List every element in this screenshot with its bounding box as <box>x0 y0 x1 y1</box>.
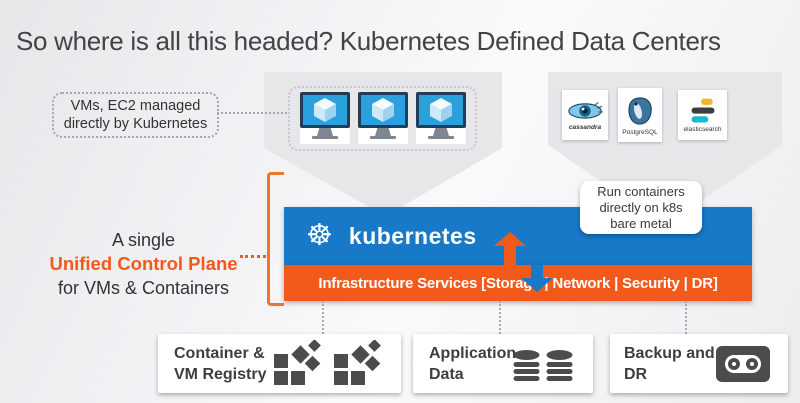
elasticsearch-label: elasticsearch <box>683 125 722 133</box>
application-data-card: Application Data <box>413 334 593 393</box>
appdata-label-line1: Application <box>429 344 517 362</box>
connector-backup <box>685 301 687 334</box>
kubernetes-helm-icon: ☸ <box>306 219 333 252</box>
cassandra-eye-icon <box>568 101 604 119</box>
bare-metal-line3: bare metal <box>610 215 672 231</box>
cassandra-logo-card: cassandra <box>562 90 608 140</box>
vms-callout: VMs, EC2 managed directly by Kubernetes <box>52 92 219 138</box>
slide-title: So where is all this headed? Kubernetes … <box>16 26 721 56</box>
elasticsearch-logo-card: elasticsearch <box>678 90 727 140</box>
appdata-label-line2: Data <box>429 365 464 383</box>
bare-metal-line1: Run containers <box>597 183 685 199</box>
elasticsearch-icon <box>691 98 714 122</box>
down-arrow-icon <box>521 265 553 292</box>
vms-callout-line2: directly by Kubernetes <box>63 116 208 132</box>
tape-cassette-icon <box>716 346 770 382</box>
registry-label-line1: Container & <box>174 344 265 362</box>
database-cylinders-icon <box>513 350 573 382</box>
vm-monitor-cube-icon <box>358 92 408 148</box>
backup-label-line1: Backup and <box>624 344 715 362</box>
control-plane-connector <box>240 255 266 258</box>
infrastructure-services-bar: Infrastructure Services [Storage | Netwo… <box>284 265 752 301</box>
backup-dr-card: Backup and DR <box>610 334 788 393</box>
vms-callout-connector <box>217 112 287 114</box>
kubernetes-label: kubernetes <box>348 222 477 249</box>
postgresql-logo-card: PostgreSQL <box>618 88 662 142</box>
backup-label-line2: DR <box>624 365 648 383</box>
connector-appdata <box>499 301 501 334</box>
postgresql-label: PostgreSQL <box>622 128 658 136</box>
control-plane-line2: Unified Control Plane <box>49 253 238 274</box>
vms-callout-line1: VMs, EC2 managed <box>70 98 201 114</box>
control-plane-bracket <box>267 172 284 306</box>
bare-metal-callout: Run containers directly on k8s bare meta… <box>580 181 702 234</box>
connector-registry <box>322 301 324 334</box>
container-vm-registry-card: Container & VM Registry <box>158 334 401 393</box>
control-plane-text: A single Unified Control Plane for VMs &… <box>36 228 251 300</box>
registry-squares-icon <box>274 340 384 388</box>
postgresql-elephant-icon <box>628 96 652 125</box>
vm-monitor-cube-icon <box>416 92 466 148</box>
up-arrow-icon <box>494 232 526 265</box>
cassandra-label: cassandra <box>568 123 602 131</box>
control-plane-line1: A single <box>111 230 176 250</box>
vm-monitor-cube-icon <box>300 92 350 148</box>
vm-group-dotted-frame <box>288 86 477 151</box>
bare-metal-line2: directly on k8s <box>599 199 683 215</box>
control-plane-line3: for VMs & Containers <box>57 278 230 298</box>
registry-label-line2: VM Registry <box>174 365 267 383</box>
infrastructure-services-label: Infrastructure Services [Storage | Netwo… <box>318 274 718 292</box>
